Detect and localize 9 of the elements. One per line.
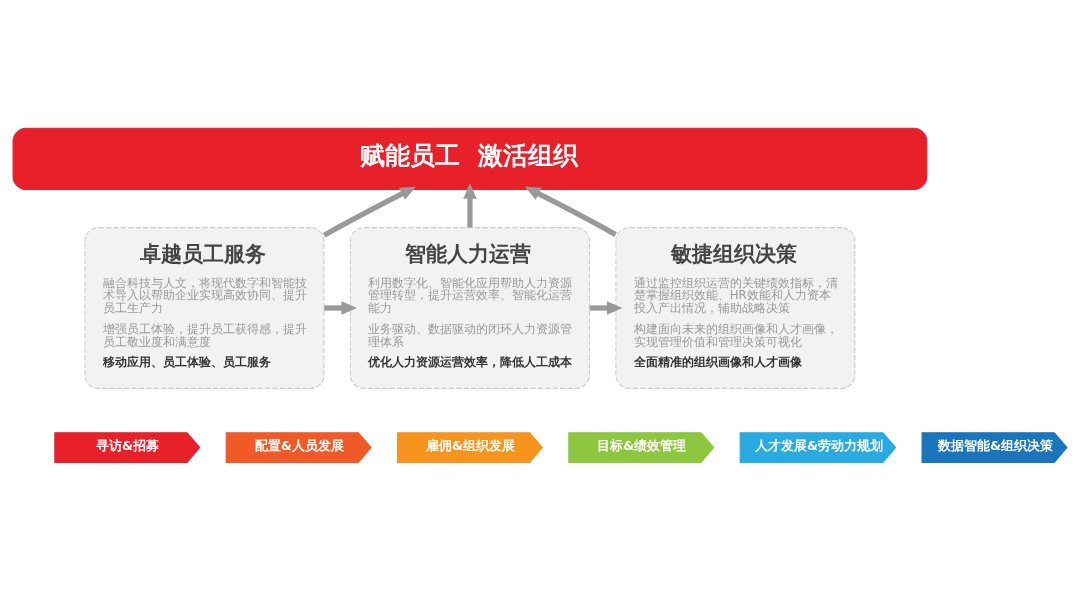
node-box: 敏捷组织决策 通过监控组织运营的关键绩效指标，清楚掌握组织效能、HR效能和人力资本投入产出情况，辅助战略决策 构建面向未来的组织画像和人才画像，实现管理价值和管理决策可视化 全面精准的组织画像和人才画像	[615, 227, 856, 389]
node-box: 智能人力运营 利用数字化、智能化应用帮助人力资源管理转型，提升运营效率、智能化运营能力 业务驱动、数据驱动的闭环人力资源管理体系 优化人力资源运营效率，降低人工成本	[349, 227, 590, 389]
arrow	[463, 183, 477, 228]
arrow	[524, 186, 617, 237]
arrow	[589, 301, 623, 315]
node-box: 赋能员工 激活组织	[12, 127, 928, 191]
arrow	[324, 301, 358, 315]
arrow	[322, 186, 416, 238]
node-box: 卓越员工服务 融合科技与人文，将现代数字和智能技术导入以帮助企业实现高效协同、提升员工生产力 增强员工体验，提升员工获得感，提升员工敬业度和满意度 移动应用、员工体验、员工服务	[84, 227, 325, 389]
